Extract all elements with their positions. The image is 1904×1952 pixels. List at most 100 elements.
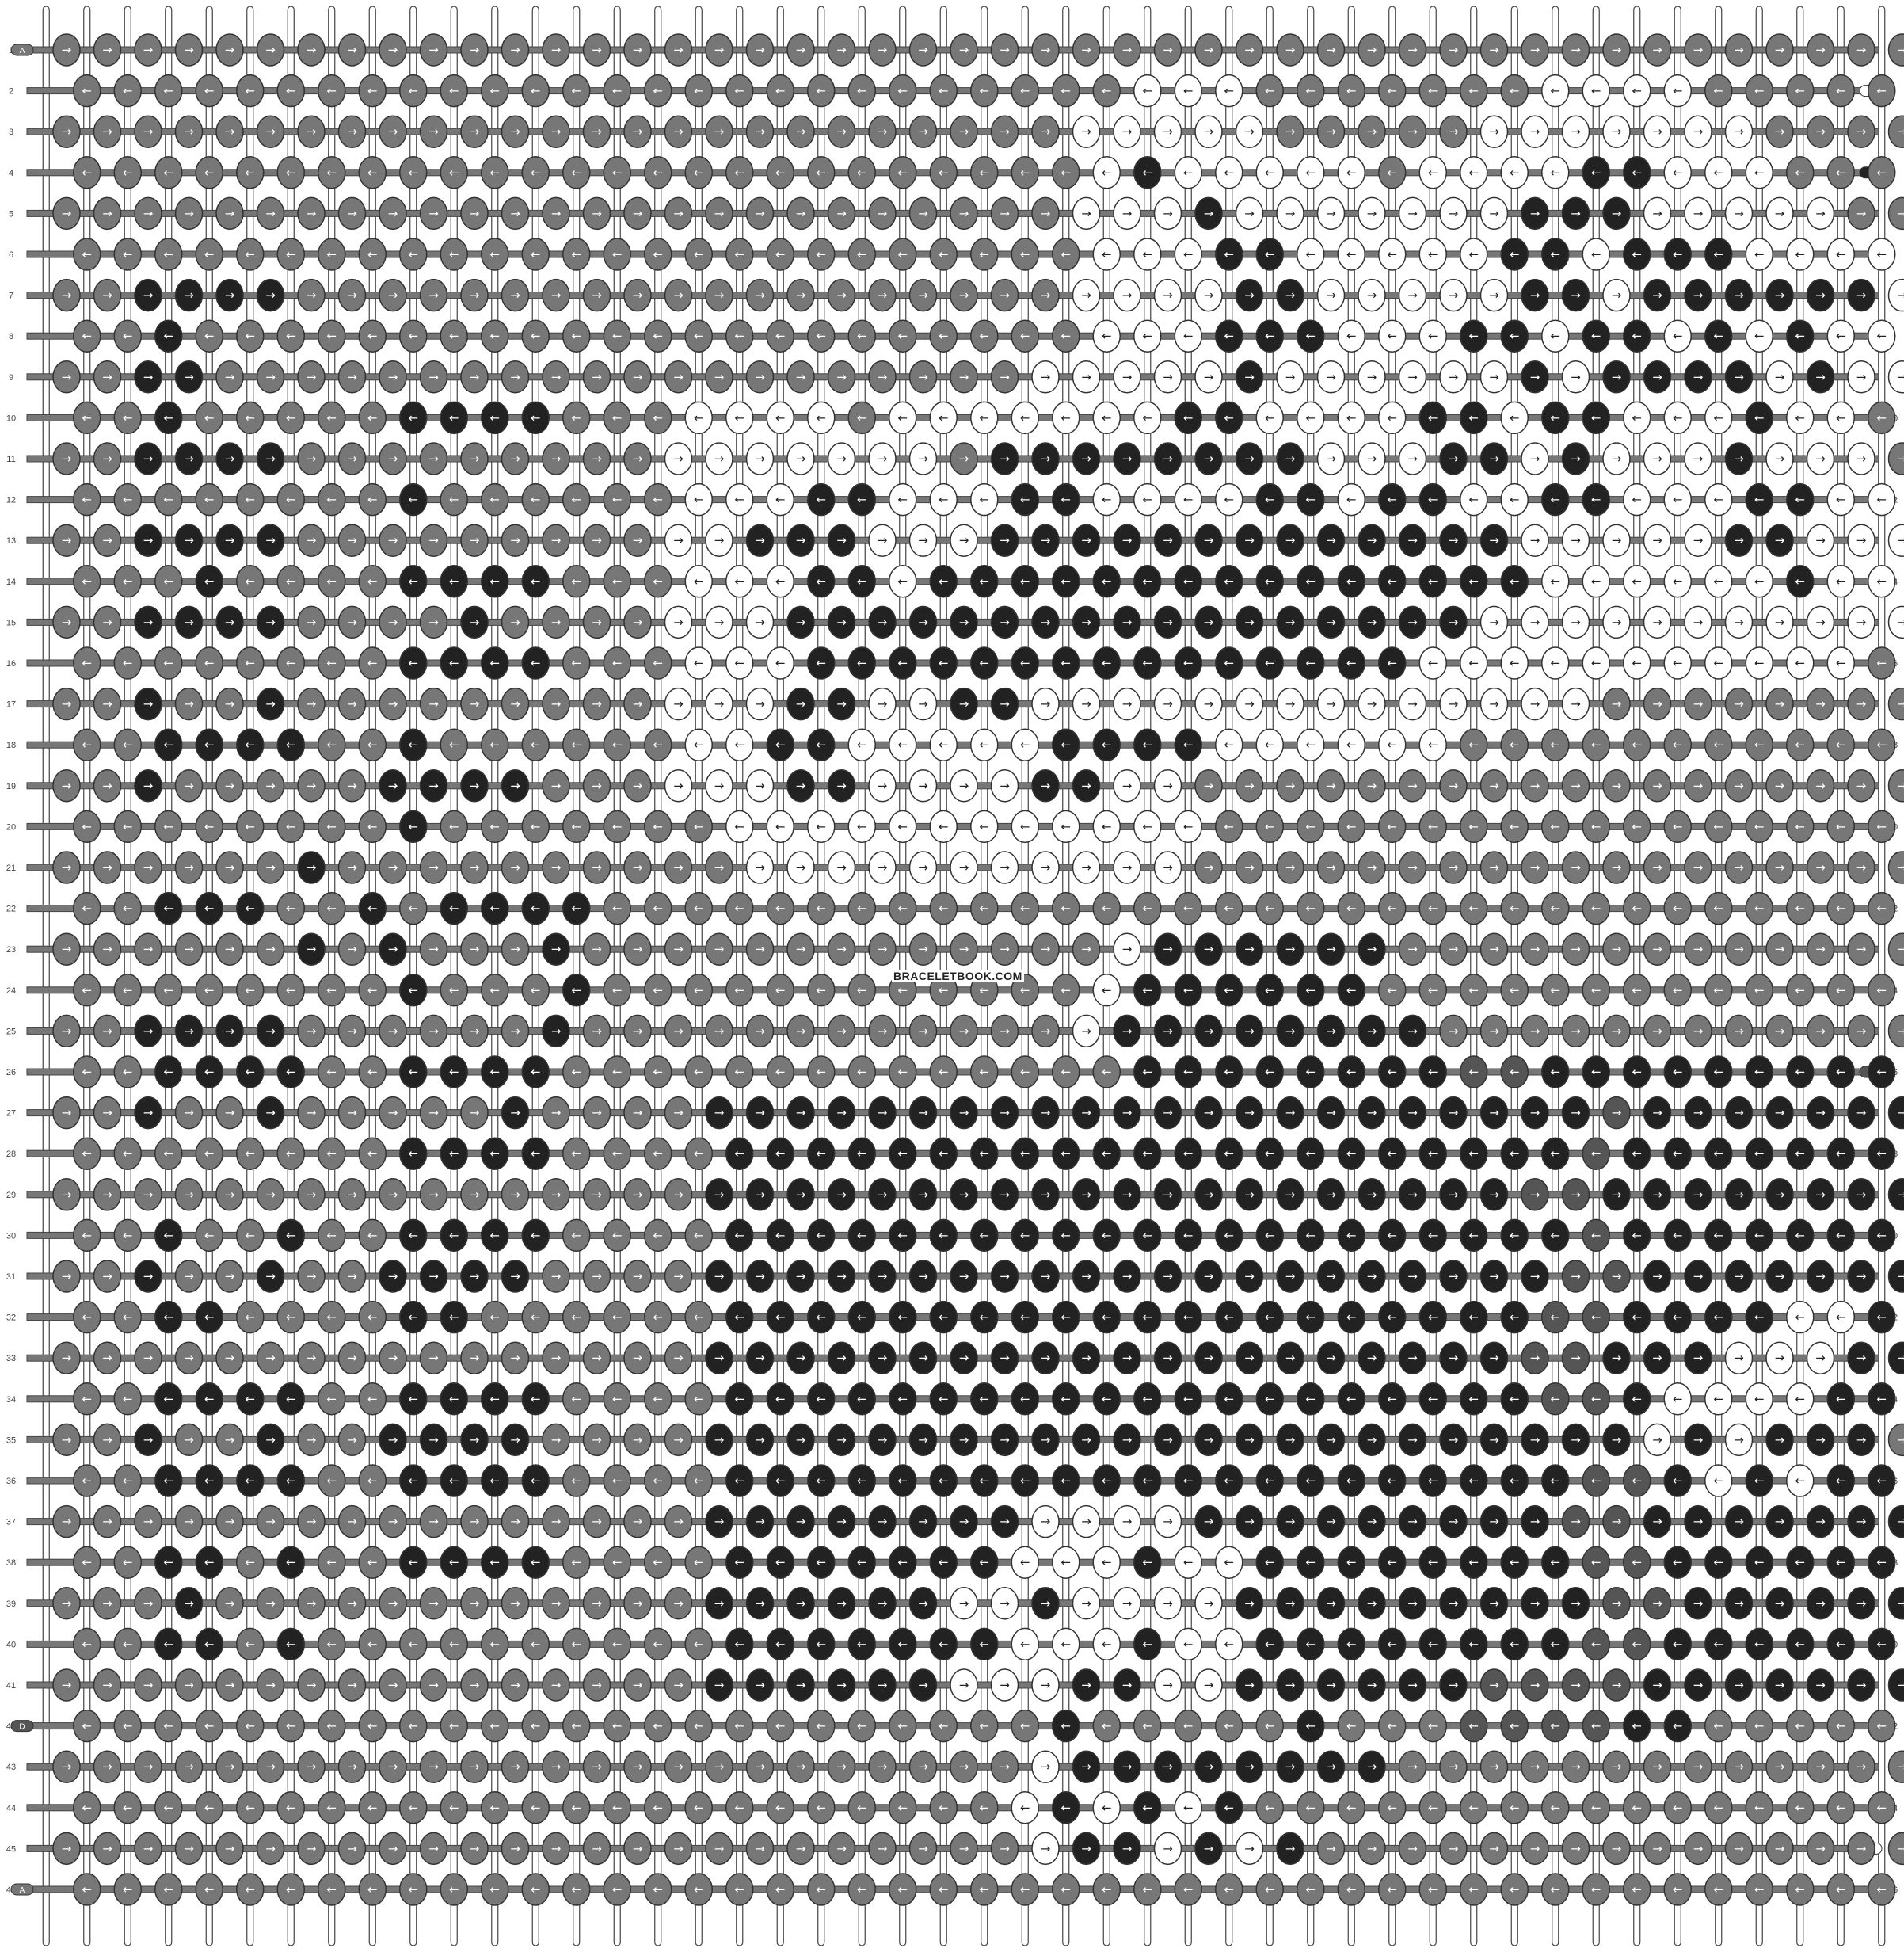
left-arrow-icon: ←: [612, 1801, 623, 1815]
right-arrow-icon: →: [347, 615, 357, 629]
knot: [1887, 115, 1904, 148]
left-arrow-icon: ←: [1428, 1310, 1438, 1325]
left-arrow-icon: ←: [857, 1637, 867, 1651]
left-arrow-icon: ←: [1020, 1637, 1030, 1651]
left-arrow-icon: ←: [367, 493, 378, 507]
left-arrow-icon: ←: [1510, 247, 1520, 261]
right-arrow-icon: →: [428, 1269, 439, 1283]
right-arrow-icon: →: [1041, 452, 1051, 466]
knot: [786, 115, 815, 148]
left-arrow-icon: ←: [367, 1719, 378, 1733]
left-arrow-icon: ←: [204, 84, 215, 98]
left-arrow-icon: ←: [979, 329, 989, 343]
left-arrow-icon: ←: [1346, 1146, 1357, 1161]
right-arrow-icon: →: [225, 1596, 235, 1611]
left-arrow-icon: ←: [1754, 738, 1765, 752]
left-arrow-icon: ←: [245, 166, 255, 180]
left-arrow-icon: ←: [857, 84, 867, 98]
right-arrow-icon: →: [1122, 1759, 1133, 1774]
knot: [256, 196, 285, 231]
right-arrow-icon: →: [347, 1759, 357, 1774]
left-arrow-icon: ←: [979, 166, 989, 180]
left-arrow-icon: ←: [571, 738, 581, 752]
right-arrow-icon: →: [1652, 1515, 1662, 1529]
right-arrow-icon: →: [633, 1024, 643, 1038]
right-arrow-icon: →: [633, 370, 643, 384]
right-arrow-icon: →: [1326, 370, 1336, 384]
right-arrow-icon: →: [143, 1841, 154, 1855]
right-arrow-icon: →: [510, 533, 520, 547]
right-arrow-icon: →: [1081, 288, 1091, 303]
right-arrow-icon: →: [1571, 860, 1581, 875]
knot: [1031, 115, 1060, 148]
left-arrow-icon: ←: [1550, 1637, 1560, 1651]
left-arrow-icon: ←: [1265, 1882, 1275, 1897]
right-arrow-icon: →: [1244, 1841, 1255, 1855]
left-arrow-icon: ←: [1020, 1801, 1030, 1815]
right-arrow-icon: →: [1285, 1351, 1296, 1365]
knot: [889, 156, 917, 189]
left-arrow-icon: ←: [571, 1310, 581, 1325]
left-arrow-icon: ←: [1265, 1310, 1275, 1325]
left-arrow-icon: ←: [816, 819, 826, 833]
right-arrow-icon: →: [347, 1188, 357, 1202]
right-arrow-icon: →: [1285, 1596, 1296, 1611]
right-arrow-icon: →: [1367, 43, 1377, 57]
left-arrow-icon: ←: [1102, 1882, 1112, 1897]
left-arrow-icon: ←: [1061, 983, 1071, 997]
right-arrow-icon: →: [633, 942, 643, 956]
left-arrow-icon: ←: [939, 84, 949, 98]
knot: [1113, 33, 1141, 67]
right-arrow-icon: →: [102, 1188, 112, 1202]
right-arrow-icon: →: [1693, 615, 1704, 629]
left-arrow-icon: ←: [82, 1801, 92, 1815]
right-arrow-icon: →: [510, 1432, 520, 1447]
right-arrow-icon: →: [959, 1596, 969, 1611]
left-arrow-icon: ←: [1795, 983, 1805, 997]
left-arrow-icon: ←: [1795, 493, 1805, 507]
left-arrow-icon: ←: [1142, 819, 1152, 833]
knot: [664, 196, 693, 231]
right-arrow-icon: →: [755, 942, 765, 956]
knot: [1316, 196, 1346, 231]
right-arrow-icon: →: [1041, 1515, 1051, 1529]
left-arrow-icon: ←: [1142, 1555, 1152, 1569]
right-arrow-icon: →: [1530, 1188, 1540, 1202]
right-arrow-icon: →: [428, 288, 439, 303]
right-arrow-icon: →: [1571, 1188, 1581, 1202]
right-arrow-icon: →: [592, 1188, 602, 1202]
left-arrow-icon: ←: [1265, 329, 1275, 343]
right-arrow-icon: →: [755, 1351, 765, 1365]
right-arrow-icon: →: [1489, 206, 1499, 220]
right-arrow-icon: →: [836, 1515, 847, 1529]
left-arrow-icon: ←: [857, 1801, 867, 1815]
right-arrow-icon: →: [1449, 1515, 1459, 1529]
right-arrow-icon: →: [673, 1841, 684, 1855]
left-arrow-icon: ←: [612, 84, 623, 98]
right-arrow-icon: →: [1122, 43, 1133, 57]
right-arrow-icon: →: [673, 1596, 684, 1611]
right-arrow-icon: →: [1081, 779, 1091, 793]
row-number-left: 26: [6, 1068, 16, 1077]
right-arrow-icon: →: [592, 1106, 602, 1120]
right-arrow-icon: →: [143, 43, 154, 57]
left-arrow-icon: ←: [653, 1637, 663, 1651]
right-arrow-icon: →: [1285, 1106, 1296, 1120]
right-arrow-icon: →: [1285, 1269, 1296, 1283]
right-arrow-icon: →: [1652, 206, 1662, 220]
right-arrow-icon: →: [1285, 43, 1296, 57]
knot: [745, 196, 775, 231]
right-arrow-icon: →: [102, 1759, 112, 1774]
left-arrow-icon: ←: [939, 1637, 949, 1651]
left-arrow-icon: ←: [367, 983, 378, 997]
left-arrow-icon: ←: [1183, 329, 1194, 343]
right-arrow-icon: →: [143, 860, 154, 875]
left-arrow-icon: ←: [489, 410, 500, 425]
left-arrow-icon: ←: [1265, 1637, 1275, 1651]
left-arrow-icon: ←: [326, 1065, 337, 1079]
left-arrow-icon: ←: [1550, 1882, 1560, 1897]
right-arrow-icon: →: [1693, 206, 1704, 220]
knot: [644, 74, 672, 108]
right-arrow-icon: →: [1530, 1024, 1540, 1038]
left-arrow-icon: ←: [123, 1555, 133, 1569]
